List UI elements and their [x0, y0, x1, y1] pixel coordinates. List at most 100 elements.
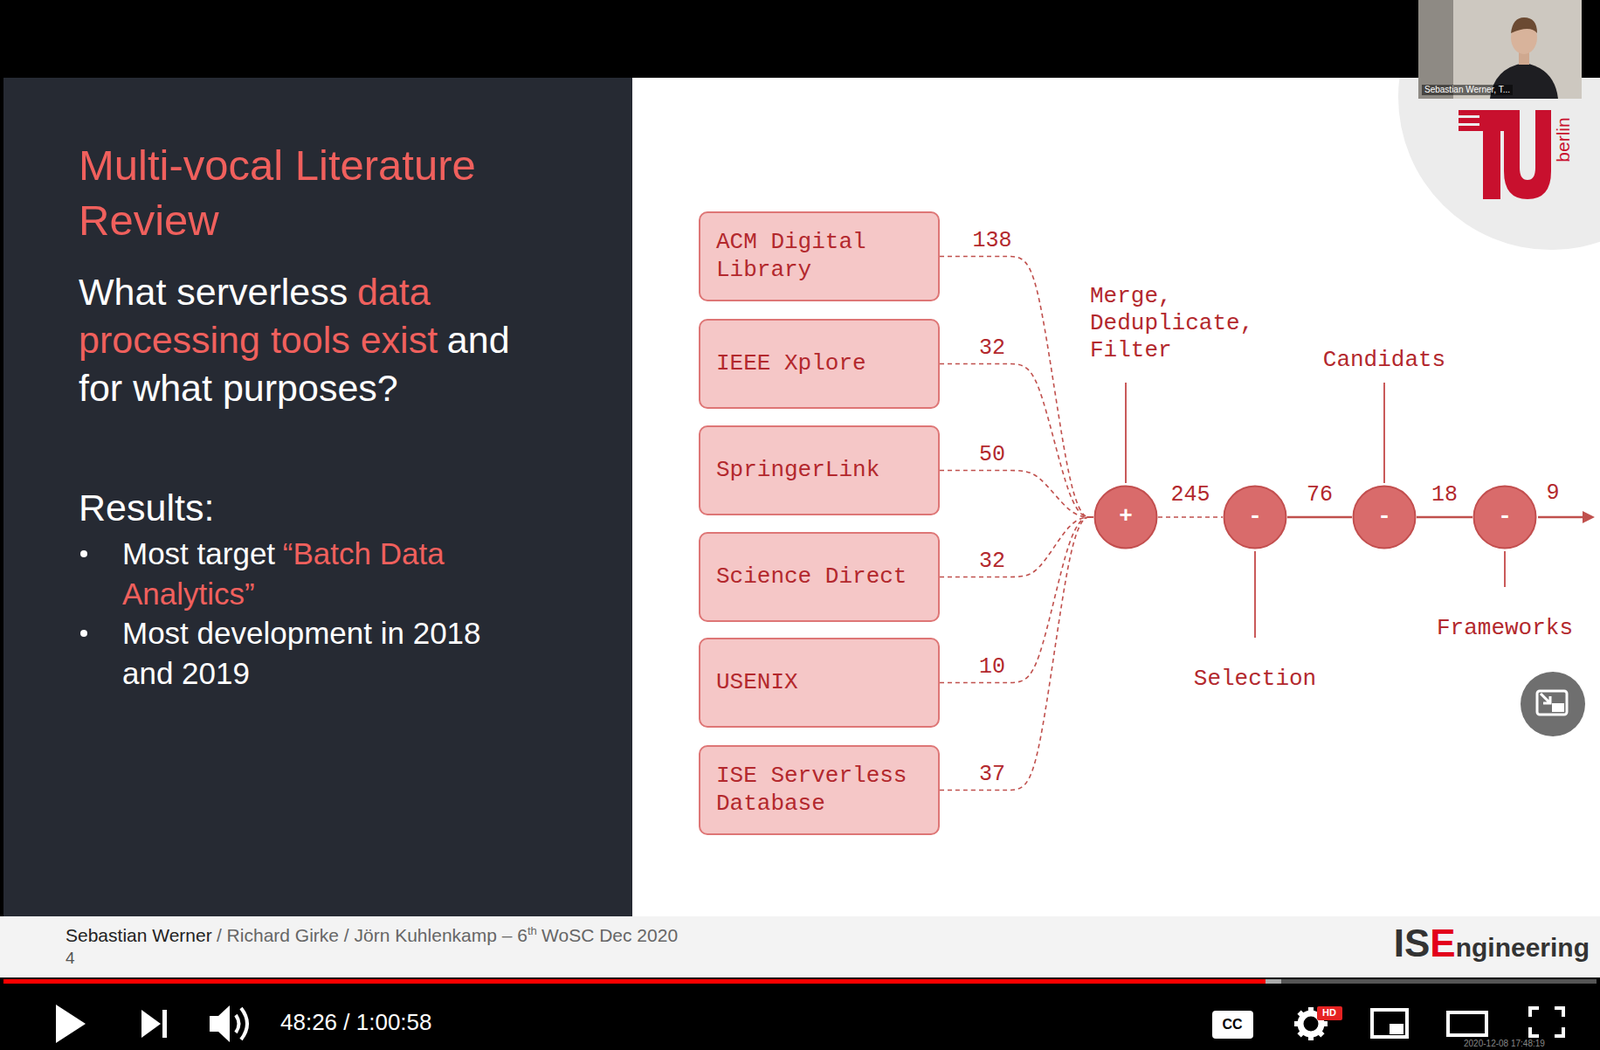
circle-fill: [1095, 486, 1158, 549]
logo-letters: IS: [1393, 920, 1431, 967]
webcam-room: [1418, 0, 1582, 99]
operator-symbol: +: [1118, 503, 1133, 531]
ordinal-suffix: th: [527, 924, 538, 938]
footer-line: Sebastian Werner/ Richard Girke / Jörn K…: [65, 924, 678, 946]
source-box: IEEE Xplore: [698, 318, 940, 409]
question-text: What serverless: [78, 270, 348, 313]
player-controls: [55, 1004, 1564, 1043]
circle-fill: [1353, 486, 1416, 549]
source-box: ACM Digital Library: [698, 211, 940, 302]
source-box: SpringerLink: [698, 425, 940, 516]
progress-rest: [1281, 979, 1597, 984]
author-list: / Richard Girke / Jörn Kuhlenkamp – 6: [216, 924, 528, 945]
bullet-dot: [80, 629, 88, 637]
process-circle: -: [1472, 484, 1538, 550]
leader-lines: [1125, 382, 1505, 638]
gear-tooth: [1322, 1020, 1328, 1027]
step-annotation: Merge, Deduplicate, Filter: [1089, 282, 1265, 365]
bullet-item: Most development in 2018 and 2019: [122, 613, 516, 693]
logo-disc: [1398, 77, 1600, 250]
miniplayer-icon: [1372, 1009, 1407, 1037]
flow-count: 138: [970, 228, 1014, 254]
leader-line: [1124, 382, 1127, 483]
hd-label: HD: [1322, 1006, 1337, 1019]
logo-stripe: [1458, 117, 1480, 124]
source-name: Science Direct: [716, 563, 923, 591]
flow-count: 76: [1304, 482, 1335, 508]
logo-stripe: [1458, 125, 1480, 132]
timestamp: 2020-12-08 17:48:19: [1463, 1038, 1545, 1049]
webcam-person-hair: [1510, 17, 1538, 34]
cc-icon: [1212, 1010, 1254, 1039]
process-circle: +: [1093, 484, 1159, 550]
operator-symbol: -: [1377, 503, 1392, 531]
source-box: ISE Serverless Database: [698, 744, 940, 835]
circle-fill: [1224, 486, 1287, 549]
flow-connector: [939, 517, 1094, 791]
tu-logo: [1458, 110, 1552, 200]
slide-number: 4: [65, 948, 76, 969]
flow-connector: [1287, 516, 1352, 519]
leader-line: [1383, 382, 1386, 483]
volume-waves: [235, 1007, 248, 1040]
webcam-view: [1418, 0, 1582, 99]
gear-tooth: [1308, 1034, 1314, 1041]
process-circle: -: [1222, 484, 1288, 550]
bullet-text: Most development in 2018 and 2019: [122, 615, 482, 690]
logo-letter: E: [1429, 920, 1456, 967]
volume-icon: [209, 1005, 230, 1042]
process-circle: -: [1351, 484, 1417, 550]
next-icon-bar: [162, 1009, 167, 1038]
flow-connector: [939, 517, 1094, 683]
flow-connector: [939, 470, 1094, 518]
gear-tooth: [1296, 1009, 1304, 1017]
gear-tooth: [1317, 1029, 1325, 1037]
source-name: IEEE Xplore: [716, 350, 923, 378]
step-annotation: Frameworks: [1436, 614, 1573, 642]
hd-badge: [1317, 1006, 1343, 1021]
logo-wordmark: berlin: [1551, 117, 1574, 162]
pip-arrow: [1540, 693, 1551, 704]
operator-symbol: -: [1497, 503, 1512, 531]
flow-count: 245: [1168, 482, 1212, 508]
step-annotation: Candidats: [1323, 346, 1446, 374]
flow-connector: [1158, 516, 1223, 518]
flow-connector: [939, 256, 1094, 518]
cc-label: CC: [1221, 1015, 1242, 1033]
venue-date: WoSC Dec 2020: [541, 924, 678, 945]
flow-connector: [939, 364, 1094, 518]
logo-stem: [1482, 110, 1501, 200]
leader-line: [1254, 551, 1256, 638]
logo-u: [1503, 110, 1552, 200]
source-name: ACM Digital Library: [716, 228, 923, 283]
flow-connector: [1416, 516, 1473, 519]
source-box: USENIX: [698, 637, 940, 728]
flow-count: 32: [977, 549, 1007, 574]
pip-inset: [1551, 703, 1565, 712]
step-annotation: Selection: [1193, 665, 1317, 693]
dark-panel: [3, 77, 633, 917]
flow-connector: [939, 517, 1094, 578]
operator-symbol: -: [1248, 503, 1263, 531]
theater-icon: [1448, 1012, 1487, 1035]
output-arrow-head: [1582, 510, 1595, 524]
progress-buffered: [1265, 979, 1282, 984]
pip-frame: [1537, 690, 1567, 715]
gear-tooth: [1294, 1020, 1300, 1027]
gear-tooth: [1296, 1029, 1304, 1037]
source-box: Science Direct: [698, 531, 940, 622]
flow-count: 18: [1429, 482, 1460, 508]
output-arrow-line: [1537, 516, 1585, 519]
webcam-caption: Sebastian Werner, T...: [1421, 84, 1513, 96]
author-name: Sebastian Werner: [65, 924, 213, 945]
logo-stripe: [1458, 110, 1480, 116]
circle-fill: [1474, 486, 1537, 549]
play-icon: [55, 1004, 86, 1043]
ise-logo: ISEngineering: [1393, 920, 1590, 967]
flow-count: 10: [977, 655, 1007, 680]
slide-footer: [0, 916, 1600, 978]
results-heading: Results:: [78, 485, 214, 532]
